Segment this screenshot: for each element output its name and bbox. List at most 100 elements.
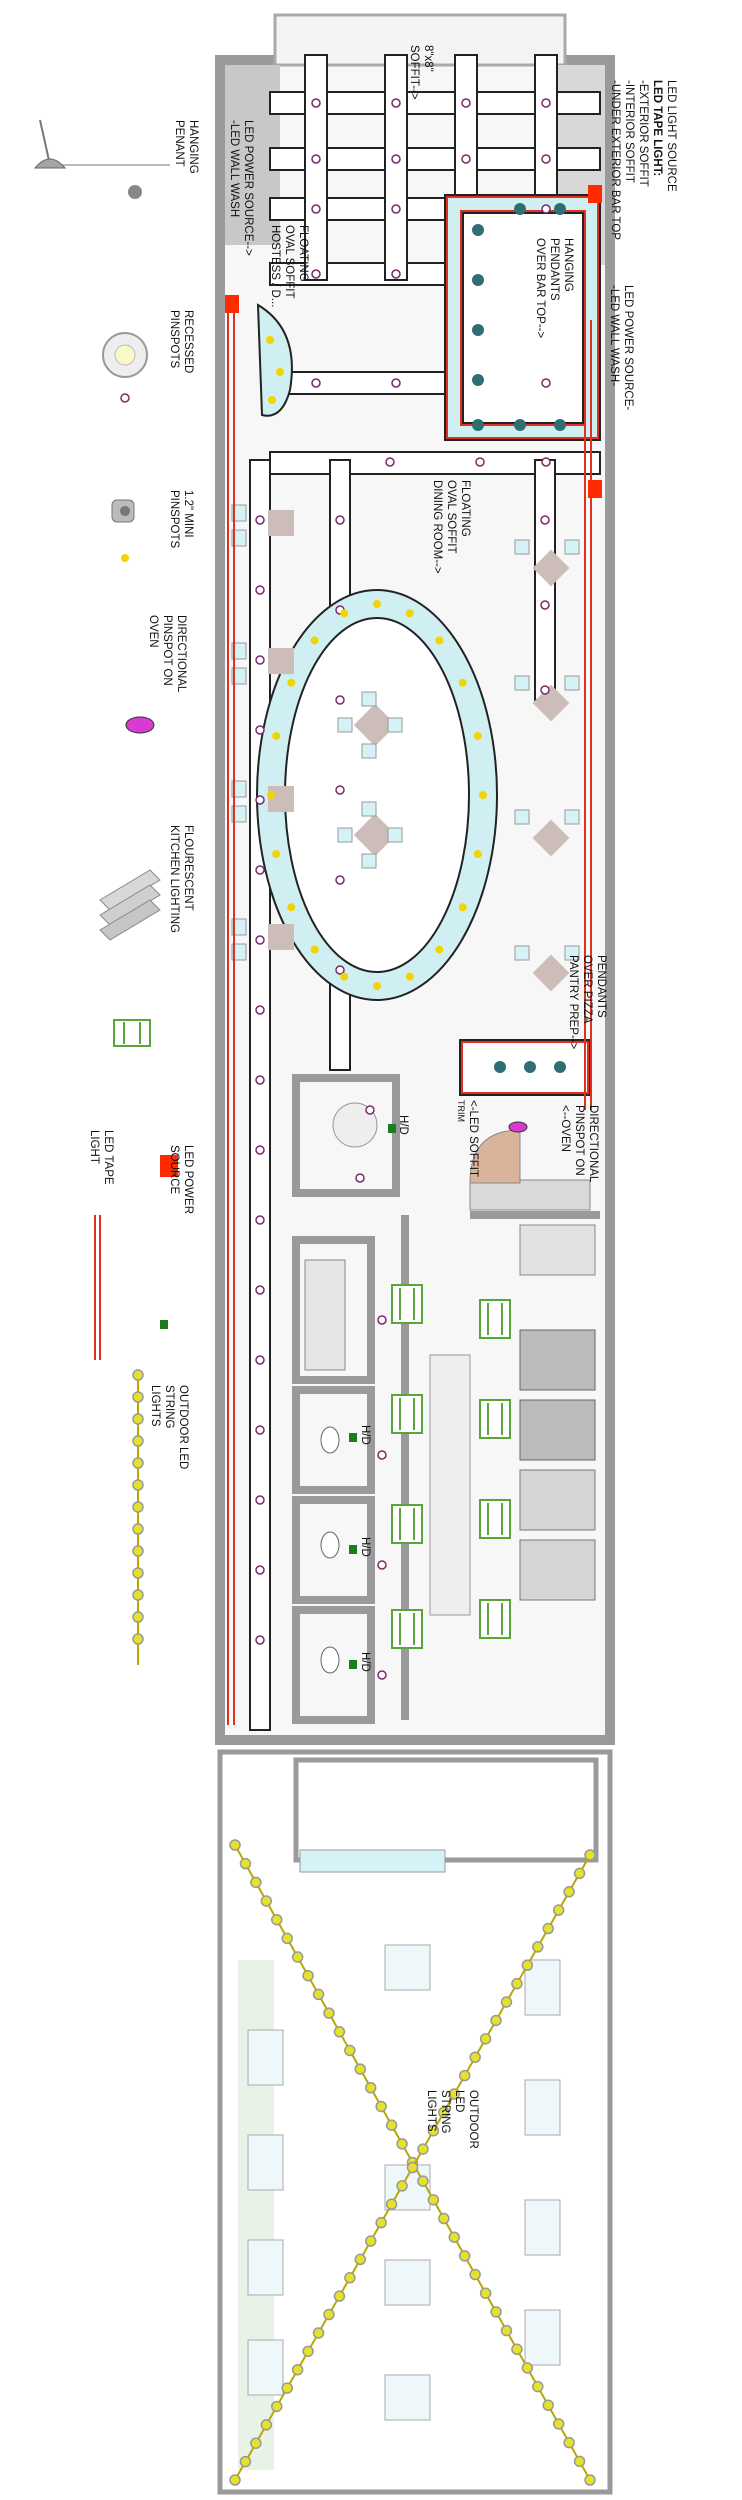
string-light-bulb [333, 2026, 346, 2038]
pinspot [391, 378, 401, 388]
recessed-pinspot-icon [102, 332, 148, 403]
pinspot [385, 457, 395, 467]
hd-label-2: H/D [359, 1425, 371, 1445]
mini-pinspot [373, 600, 381, 608]
patio-line2: LED [453, 2090, 465, 2112]
legend-tape-line1: LED TAPE [102, 1130, 114, 1185]
string-light-bulb [364, 2082, 377, 2094]
led-power-sources [225, 185, 602, 498]
legend-string-label: OUTDOOR LED STRING LIGHTS [149, 1385, 189, 1469]
pendant [514, 419, 526, 431]
led-tape-lights [227, 295, 592, 1725]
string-light-bulb [521, 1959, 534, 1972]
dining-line3: DINING ROOM--> [431, 480, 443, 574]
string-light-bulb [584, 1849, 596, 1861]
string-lights-icon [132, 1369, 144, 1665]
string-light-bulb [511, 2343, 523, 2356]
pinspot [355, 1173, 365, 1183]
pinspot [540, 600, 550, 610]
pinspot [255, 1565, 265, 1575]
mini-pinspot [405, 609, 414, 618]
legend-mini-line1: 1.2" MINI [182, 490, 194, 538]
string-light-bulb [542, 2399, 554, 2412]
bar-pendants-callout: HANGING PENDANTS OVER BAR TOP--> [534, 238, 574, 339]
pinspot [540, 515, 550, 525]
legend-recessed-label: RECESSED PINSPOTS [168, 310, 194, 373]
string-light-bulb [448, 2231, 461, 2243]
string-light-bulb [458, 2250, 471, 2262]
legend-fluorescent-label: FLOURESCENT KITCHEN LIGHTING [168, 825, 194, 933]
string-light-bulb [500, 1996, 513, 2008]
string-light-bulb [132, 1567, 144, 1579]
pinspot [311, 378, 321, 388]
mini-pinspot [373, 982, 381, 990]
string-light-bulb [396, 2180, 408, 2192]
string-light-bulb [542, 1922, 554, 1935]
pendant [472, 224, 484, 236]
string-light-bulb [132, 1435, 144, 1447]
string-light-bulb [312, 1988, 325, 2001]
wall-wash-left-callout: LED POWER SOURCE--> -LED WALL WASH [228, 120, 254, 256]
pinspot [335, 875, 345, 885]
kitchen-equipment [304, 1102, 596, 1674]
pendant [554, 1061, 566, 1073]
hostess-soffit-callout: FLOATING OVAL SOFFIT HOSTESS / D... [269, 225, 309, 307]
string-light-bulb [552, 1904, 565, 1916]
wall-wash-right-line2: -LED WALL WASH- [608, 285, 620, 386]
soffit-callout: 8"x8" SOFFIT--> [408, 45, 434, 100]
wall-wash-right-callout: LED POWER SOURCE- -LED WALL WASH- [608, 285, 634, 410]
string-light-bulb [563, 1886, 575, 1898]
directional-pinspot-icon [125, 716, 155, 734]
string-light-bulb [458, 2069, 471, 2082]
legend-power-line2: SOURCE [168, 1145, 180, 1195]
pizza-pendants-callout: PENDANTS OVER PIZZA PANTRY PREP--> [567, 955, 607, 1050]
pinspot [255, 1215, 265, 1225]
pinspot [255, 1145, 265, 1155]
dining-line2: OVAL SOFFIT [445, 480, 457, 553]
mini-pinspot [276, 368, 284, 376]
hostess-oval-soffit [256, 303, 293, 417]
string-light-bulb [323, 2308, 335, 2321]
string-light-bulb [250, 1876, 262, 1889]
pinspot [255, 655, 265, 665]
pinspot [377, 1450, 387, 1460]
mini-pinspot-icon [111, 499, 135, 562]
hostess-line1: FLOATING [297, 225, 309, 282]
legend-tape-label: LED TAPE LIGHT [88, 1130, 114, 1185]
pinspot [365, 1105, 375, 1115]
string-light-bulb [132, 1545, 144, 1557]
legend-power-label: LED POWER SOURCE [168, 1145, 194, 1214]
legend-pendant-line1: HANGING [187, 120, 199, 174]
led-source-note: LED LIGHT SOURCE LED TAPE LIGHT: -EXTERI… [609, 80, 677, 240]
labels: HANGING PENANT RECESSED PINSPOTS 1.2" MI… [88, 45, 677, 2149]
mini-pinspot [310, 945, 319, 954]
string-light-bulb [427, 2124, 440, 2137]
string-light-bulb [344, 2044, 356, 2057]
pinspot [391, 154, 401, 164]
outdoor-string-lights [229, 1839, 596, 2486]
pantry-prep-soffit-tape [461, 1041, 589, 1094]
string-light-bulb [132, 1523, 144, 1535]
mini-pinspot [435, 636, 444, 645]
hanging-pendants [472, 203, 566, 1073]
string-light-bulb [573, 1867, 586, 1880]
pinspot [255, 1005, 265, 1015]
hd-label-3: H/D [359, 1537, 371, 1557]
legend-recessed-line1: RECESSED [182, 310, 194, 373]
pinspot [475, 457, 485, 467]
fluorescent-fixture [391, 1394, 423, 1434]
string-light-bulb [385, 2119, 398, 2131]
pinspot [541, 154, 551, 164]
pinspot [391, 98, 401, 108]
pinspot [255, 1355, 265, 1365]
pinspot [255, 585, 265, 595]
string-light-bulb [250, 2437, 262, 2449]
legend-directional-line3: OVEN [147, 615, 159, 648]
led-soffit-callout: <-LED SOFFIT TRIM [456, 1100, 479, 1177]
oven-directional-pinspot [508, 1121, 528, 1133]
string-light-bulb [260, 2419, 273, 2431]
recessed-pinspots [255, 98, 551, 1680]
dining-soffit-callout: FLOATING OVAL SOFFIT DINING ROOM--> [431, 480, 471, 574]
oven-line1: DIRECTIONAL [587, 1105, 599, 1183]
patio [217, 1749, 613, 2495]
